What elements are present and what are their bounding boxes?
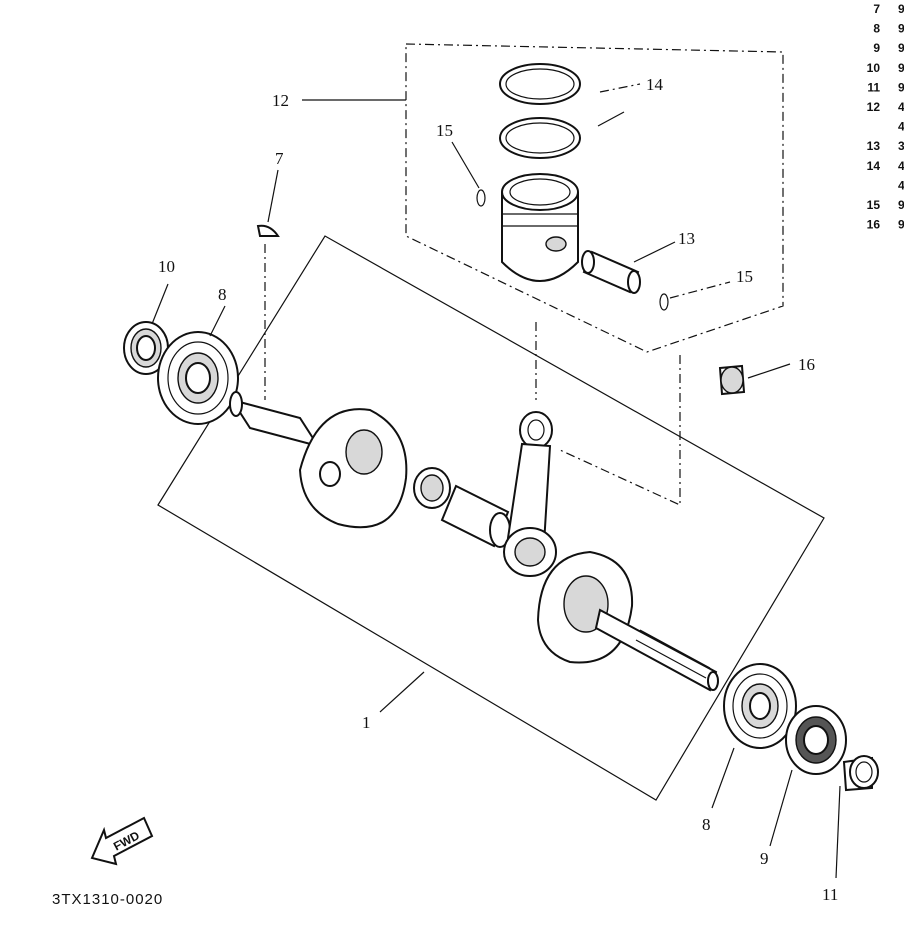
parts-index-number: 12 [867, 100, 881, 114]
parts-index-number: 11 [867, 80, 880, 94]
parts-index-number: 8 [873, 22, 880, 36]
callout-14: 14 [646, 75, 664, 94]
circlip-upper [476, 189, 486, 207]
bearing-left [157, 331, 239, 425]
callout-13: 13 [678, 229, 695, 248]
parts-index-code: 3 [898, 139, 904, 153]
piston [501, 173, 579, 282]
parts-index-number: 13 [867, 139, 881, 153]
piston-ring-second [499, 117, 581, 159]
piston-pin [581, 250, 641, 294]
callout-8-right: 8 [702, 815, 711, 834]
callout-7: 7 [275, 149, 284, 168]
connecting-rod [503, 411, 557, 577]
parts-index-number: 7 [873, 2, 880, 16]
parts-index-code: 9 [898, 2, 904, 16]
crank-web-right [536, 550, 719, 692]
callout-12: 12 [272, 91, 289, 110]
callout-11: 11 [822, 885, 838, 904]
small-end-bearing [718, 364, 746, 396]
parts-index: 7 9 8 9 9 9 10 9 11 9 12 4 4 13 3 14 4 4 15 9 16 9 [867, 2, 904, 232]
bearing-right [723, 663, 797, 749]
parts-index-number: 15 [867, 198, 881, 212]
callout-1: 1 [362, 713, 371, 732]
parts-index-number: 16 [867, 218, 881, 232]
callout-15-upper: 15 [436, 121, 453, 140]
crankshaft-assembly-frame [157, 235, 825, 801]
collar [842, 755, 879, 792]
callout-15-lower: 15 [736, 267, 753, 286]
parts-index-code: 9 [898, 218, 904, 232]
parts-index-code: 4 [898, 159, 904, 173]
circlip-lower [659, 293, 669, 311]
parts-index-code: 4 [898, 178, 904, 192]
leader-lines [151, 83, 841, 879]
parts-index-code: 9 [898, 198, 904, 212]
parts-index-number: 10 [867, 61, 881, 75]
parts-index-code: 9 [898, 41, 904, 55]
needle-bearing-crankpin [413, 467, 451, 509]
parts-index-code: 4 [898, 100, 904, 114]
woodruff-key [256, 224, 280, 237]
piston-group-frame [405, 43, 784, 353]
callout-8-left: 8 [218, 285, 227, 304]
crank-pin [440, 484, 511, 548]
parts-index-code: 9 [898, 22, 904, 36]
piston-ring-top [499, 63, 581, 105]
parts-index-code: 4 [898, 120, 904, 134]
callout-9: 9 [760, 849, 769, 868]
oil-seal-right [785, 705, 847, 775]
forward-arrow-icon: FWD [90, 816, 154, 866]
parts-index-number: 9 [873, 41, 880, 55]
parts-index-code: 9 [898, 61, 904, 75]
crank-web-left [229, 391, 408, 529]
callout-16: 16 [798, 355, 815, 374]
parts-index-number: 14 [867, 159, 881, 173]
guide-line-bearing [559, 355, 681, 506]
parts-index-code: 9 [898, 80, 904, 94]
diagram-code: 3TX1310-0020 [52, 891, 163, 908]
callout-10: 10 [158, 257, 175, 276]
